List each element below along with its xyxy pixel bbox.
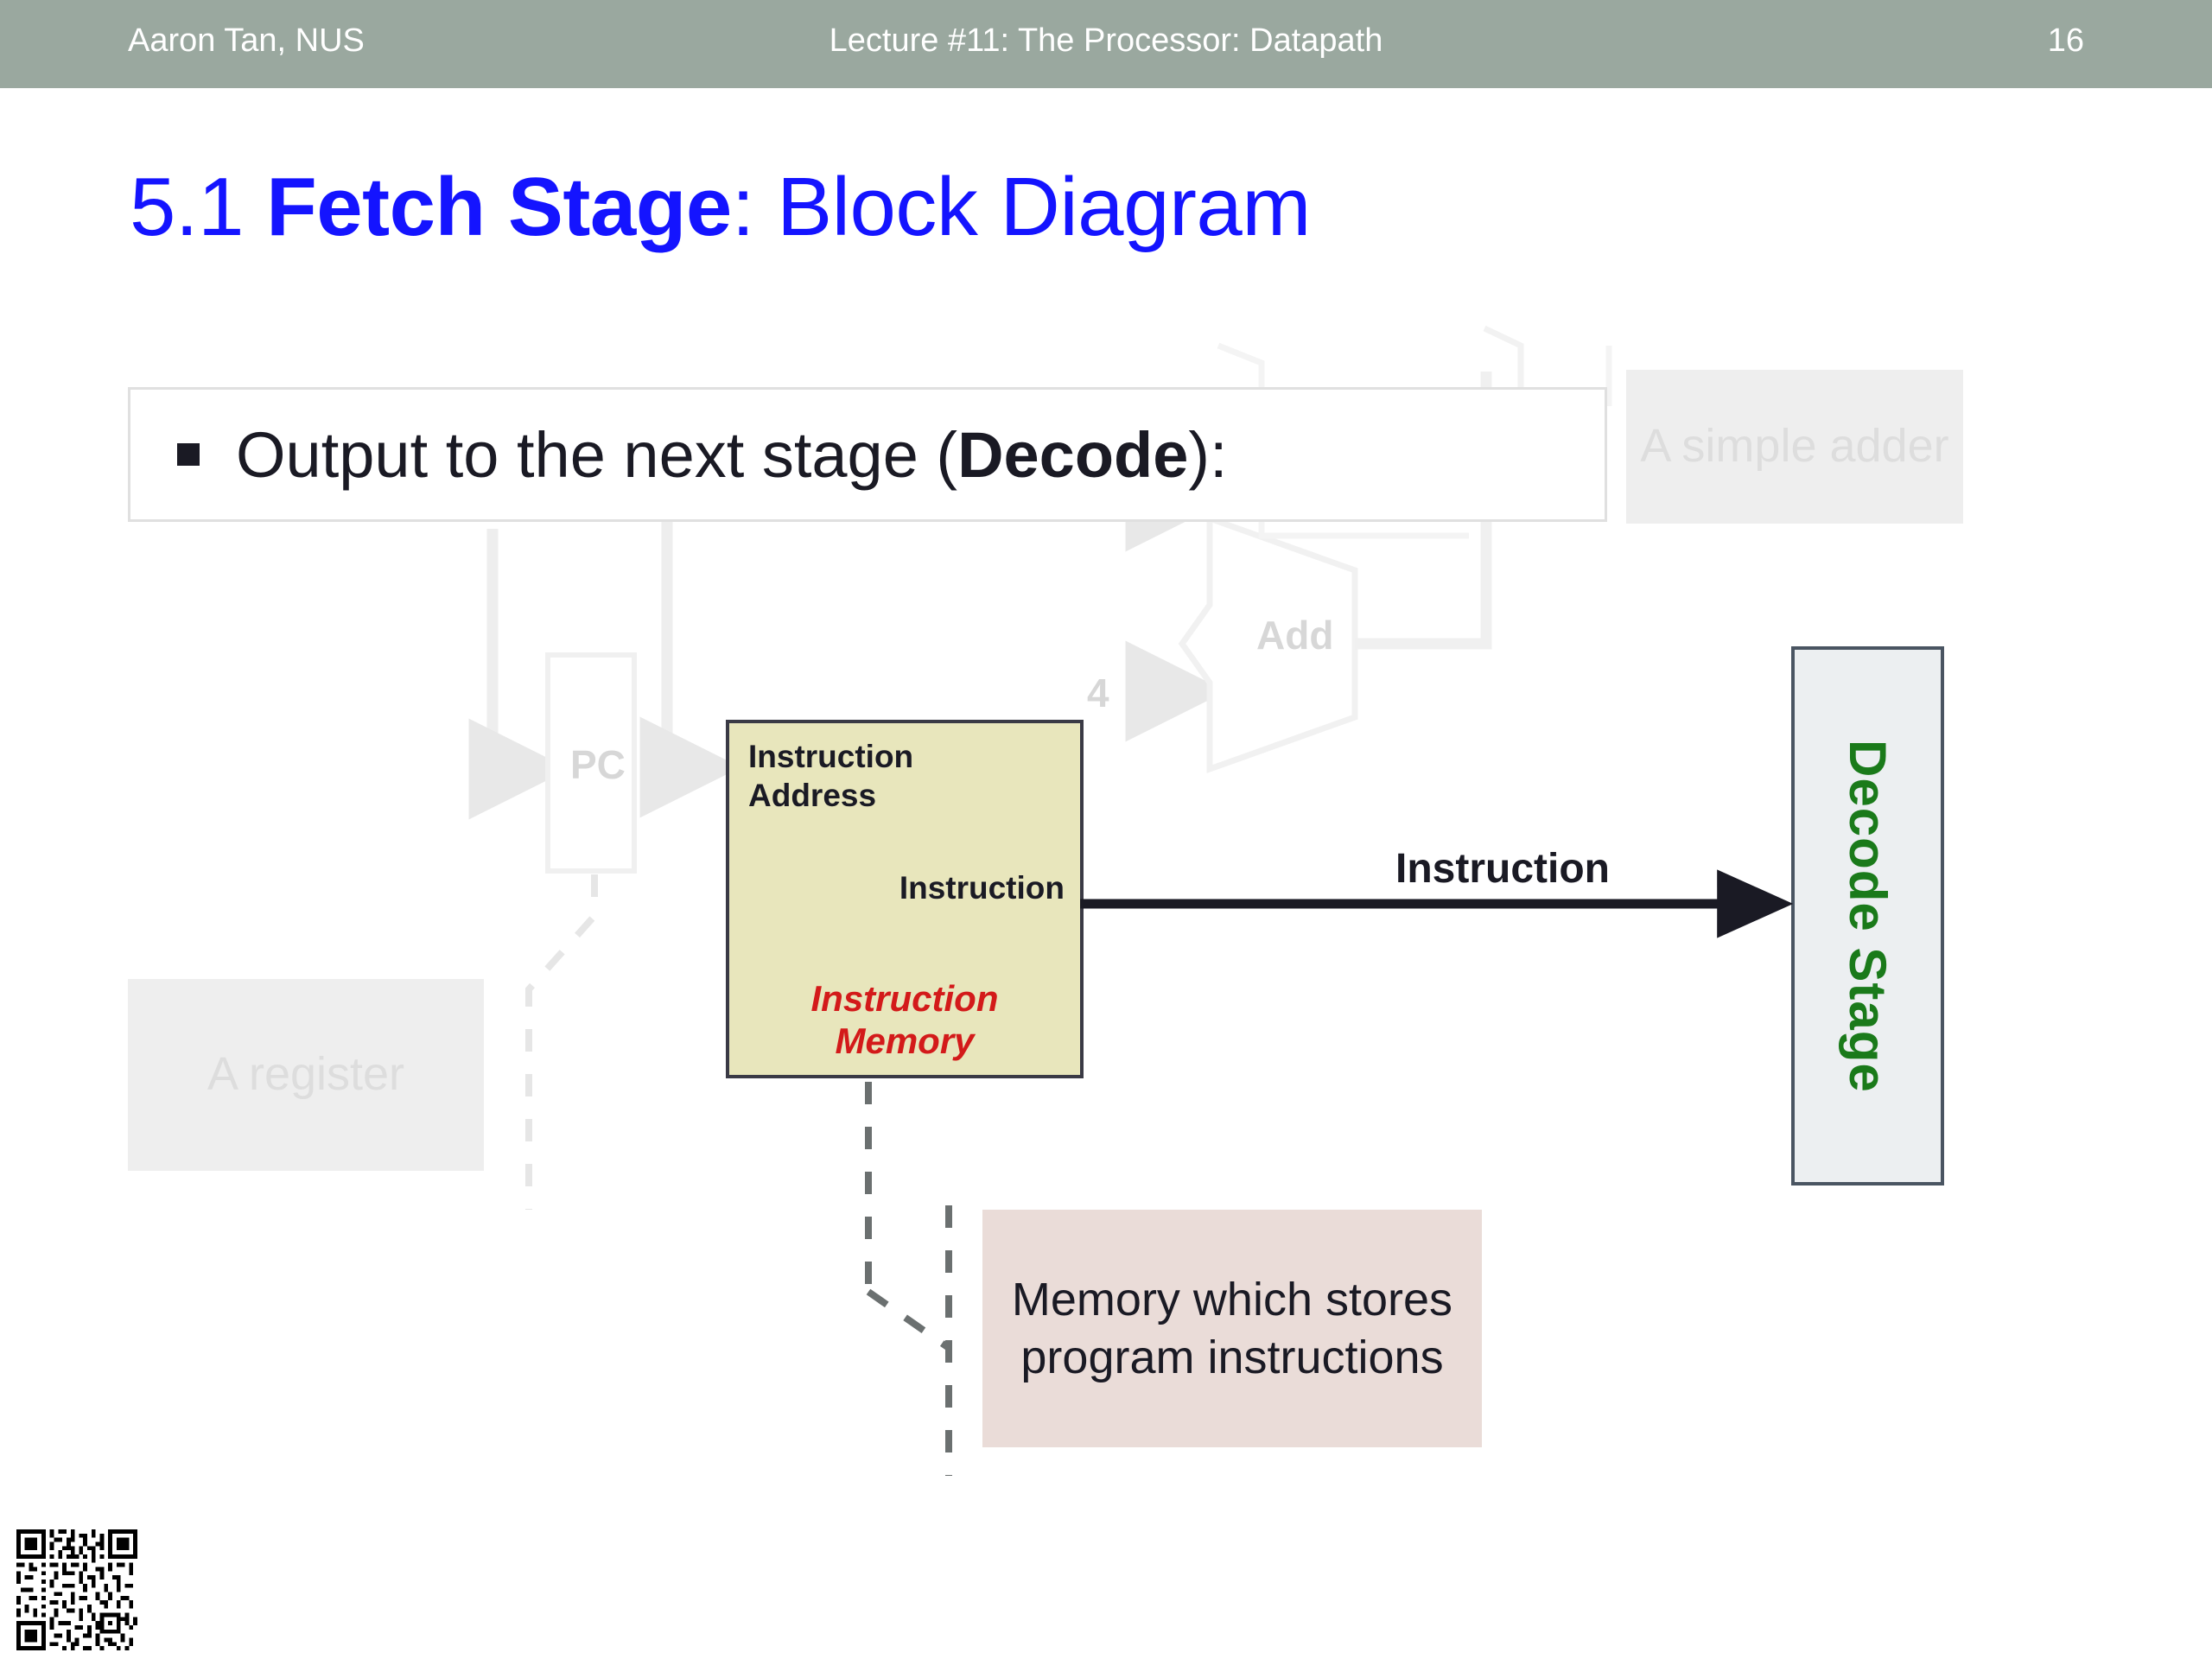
callout-memory-description: Memory which stores program instructions bbox=[982, 1210, 1482, 1447]
page-title: 5.1 Fetch Stage: Block Diagram bbox=[130, 160, 1311, 255]
bullet-text-after: ): bbox=[1188, 418, 1228, 491]
header-page-number: 16 bbox=[2047, 22, 2084, 59]
bullet-text-before: Output to the next stage ( bbox=[236, 418, 958, 491]
instruction-address-port-label: Instruction Address bbox=[748, 739, 914, 814]
callout-simple-adder: A simple adder bbox=[1626, 370, 1963, 524]
bullet-text: Output to the next stage (Decode): bbox=[236, 418, 1228, 492]
constant-four-label: 4 bbox=[1087, 671, 1109, 715]
title-rest: : Block Diagram bbox=[731, 161, 1312, 253]
title-emphasis: Fetch Stage bbox=[266, 161, 732, 253]
decode-stage-block: Decode Stage bbox=[1791, 646, 1944, 1185]
qr-code-icon bbox=[9, 1529, 145, 1650]
instruction-memory-name: Instruction Memory bbox=[810, 977, 999, 1062]
header-lecture-title: Lecture #11: The Processor: Datapath bbox=[829, 22, 1383, 59]
decode-stage-label: Decode Stage bbox=[1839, 739, 1897, 1093]
slide-header-bar: Aaron Tan, NUS Lecture #11: The Processo… bbox=[0, 0, 2212, 88]
register-leader-line bbox=[525, 874, 598, 1210]
header-author: Aaron Tan, NUS bbox=[128, 22, 365, 59]
instruction-arrow-label: Instruction bbox=[1395, 846, 1610, 892]
callout-a-register: A register bbox=[128, 979, 484, 1171]
qr-code-svg bbox=[16, 1529, 137, 1650]
bullet-text-emphasis: Decode bbox=[957, 418, 1189, 491]
instruction-output-port-label: Instruction bbox=[899, 870, 1065, 906]
square-bullet-icon bbox=[177, 443, 200, 466]
memory-leader-line-diagonal bbox=[866, 1288, 951, 1351]
title-number: 5.1 bbox=[130, 161, 267, 253]
add-alu-label: Add bbox=[1256, 613, 1334, 658]
bullet-callout-box: Output to the next stage (Decode): bbox=[128, 387, 1607, 522]
pc-register-label: PC bbox=[570, 742, 626, 787]
instruction-memory-block: Instruction Address Instruction Instruct… bbox=[726, 720, 1084, 1078]
